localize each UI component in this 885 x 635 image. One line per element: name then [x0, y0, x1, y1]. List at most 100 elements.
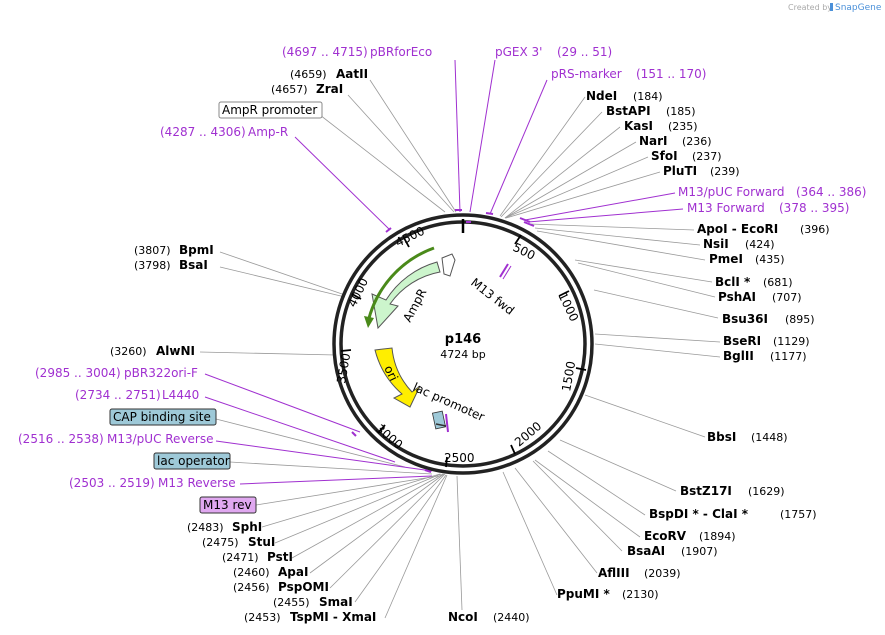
- site-aatii-pos: (4659): [290, 68, 327, 81]
- site-psti: PstI: [267, 550, 293, 564]
- site-afliii-pos: (2039): [644, 567, 681, 580]
- ampr-promoter-arrow: [441, 253, 456, 277]
- m13fwd-mark: [499, 263, 509, 278]
- m13fwd-mark-2: [502, 265, 512, 280]
- primer-m13-reverse-pos: (2503 .. 2519): [69, 476, 155, 490]
- site-ppumi-pos: (2130): [622, 588, 659, 601]
- primer-pgex3: pGEX 3': [495, 45, 542, 59]
- site-pmei: PmeI: [709, 252, 743, 266]
- site-afliii: AflIII: [598, 566, 630, 580]
- site-sphi-pos: (2483): [187, 521, 224, 534]
- site-ndei-pos: (184): [633, 90, 663, 103]
- site-bcli: BclI *: [715, 275, 751, 289]
- site-bsu36i-pos: (895): [785, 313, 815, 326]
- lac-region-blocks: [431, 410, 449, 433]
- primer-pgex3-pos: (29 .. 51): [557, 45, 612, 59]
- site-pspomi: PspOMI: [278, 580, 329, 594]
- site-bstapi: BstAPI: [606, 104, 651, 118]
- site-pspomi-pos: (2456): [233, 581, 270, 594]
- m13-rev-box: [199, 496, 257, 514]
- site-bsai: BsaI: [179, 258, 208, 272]
- lac-operator-label: lac operator: [157, 454, 230, 468]
- site-bseri: BseRI: [723, 334, 761, 348]
- site-ncoi-pos: (2440): [493, 611, 530, 624]
- tick-label-2000: 2000: [512, 419, 544, 449]
- site-bseri-pos: (1129): [773, 335, 810, 348]
- site-bsu36i: Bsu36I: [722, 312, 768, 326]
- site-bsaai-pos: (1907): [681, 545, 718, 558]
- site-zrai-pos: (4657): [271, 83, 308, 96]
- ori-feature-arrow: [374, 347, 421, 408]
- site-ppumi: PpuMI *: [557, 587, 611, 601]
- site-bsai-pos: (3798): [134, 259, 171, 272]
- site-bpmi-pos: (3807): [134, 244, 171, 257]
- site-smai-pos: (2455): [273, 596, 310, 609]
- position-ticks: [340, 234, 587, 468]
- site-tspmi-xmai-pos: (2453): [244, 611, 281, 624]
- site-pshai-pos: (707): [772, 291, 802, 304]
- site-bbsi: BbsI: [707, 430, 736, 444]
- lac-promoter-label: lac promoter: [411, 380, 487, 424]
- site-zrai: ZraI: [316, 82, 343, 96]
- plasmid-name: p146: [445, 332, 481, 347]
- primer-pbr322ori-f-pos: (2985 .. 3004): [35, 366, 121, 380]
- credit-brand: SnapGene: [835, 3, 882, 13]
- site-stui-pos: (2475): [202, 536, 239, 549]
- site-bglii: BglII: [723, 349, 754, 363]
- site-nsii-pos: (424): [745, 238, 775, 251]
- site-kasi: KasI: [624, 119, 653, 133]
- plasmid-size: 4724 bp: [440, 348, 485, 361]
- site-bstapi-pos: (185): [666, 105, 696, 118]
- primer-pbrforeco: pBRforEco: [370, 45, 432, 59]
- primer-m13puc-reverse-pos: (2516 .. 2538): [18, 432, 104, 446]
- primer-m13puc-forward: M13/pUC Forward: [678, 185, 785, 199]
- site-sfoi-pos: (237): [692, 150, 722, 163]
- primer-pbrforeco-pos: (4697 .. 4715): [282, 45, 368, 59]
- site-bglii-pos: (1177): [770, 350, 807, 363]
- site-bcli-pos: (681): [763, 276, 793, 289]
- site-pshai: PshAI: [718, 290, 756, 304]
- site-sphi: SphI: [232, 520, 262, 534]
- site-apoi-ecori-pos: (396): [800, 223, 830, 236]
- site-apai-pos: (2460): [233, 566, 270, 579]
- primer-m13puc-reverse: M13/pUC Reverse: [107, 432, 214, 446]
- primer-m13-forward-pos: (378 .. 395): [779, 201, 849, 215]
- site-apoi-ecori: ApoI - EcoRI: [697, 222, 778, 236]
- site-bspdi-clai: BspDI * - ClaI *: [649, 507, 749, 521]
- site-alwni-pos: (3260): [110, 345, 147, 358]
- site-smai: SmaI: [319, 595, 353, 609]
- primer-prs-marker: pRS-marker: [551, 67, 622, 81]
- primer-m13puc-forward-pos: (364 .. 386): [796, 185, 866, 199]
- lac-operator-box: [153, 452, 231, 470]
- site-kasi-pos: (235): [668, 120, 698, 133]
- ampr-promoter-label: AmpR promoter: [222, 103, 317, 117]
- primer-pbr322ori-f: pBR322ori-F: [124, 366, 198, 380]
- site-bspdi-clai-pos: (1757): [780, 508, 817, 521]
- primer-l4440-pos: (2734 .. 2751): [75, 388, 161, 402]
- site-bsaai: BsaAI: [627, 544, 665, 558]
- cap-binding-site-box: [109, 408, 217, 426]
- m13-rev-label: M13 rev: [203, 498, 252, 512]
- ori-feature-label: ori: [381, 363, 400, 383]
- site-pluti: PluTI: [663, 164, 697, 178]
- m13fwd-label: M13 fwd: [468, 275, 517, 317]
- primer-amp-r: Amp-R: [248, 125, 288, 139]
- site-pmei-pos: (435): [755, 253, 785, 266]
- site-ecorv-pos: (1894): [699, 530, 736, 543]
- site-ecorv: EcoRV: [644, 529, 687, 543]
- tick-label-3500: 3500: [334, 352, 353, 385]
- site-pluti-pos: (239): [710, 165, 740, 178]
- site-nari: NarI: [639, 134, 668, 148]
- primer-l4440: L4440: [162, 388, 199, 402]
- tick-label-1000: 1000: [555, 290, 581, 324]
- site-bbsi-pos: (1448): [751, 431, 788, 444]
- primer-amp-r-pos: (4287 .. 4306): [160, 125, 246, 139]
- ampr-feature-label: AmpR: [400, 286, 429, 324]
- site-bstz17i: BstZ17I: [680, 484, 732, 498]
- primer-prs-marker-pos: (151 .. 170): [636, 67, 706, 81]
- connector-lines: [199, 59, 721, 619]
- credit-prefix: Created by: [788, 3, 832, 12]
- tick-label-2500: 2500: [444, 451, 475, 465]
- site-nari-pos: (236): [682, 135, 712, 148]
